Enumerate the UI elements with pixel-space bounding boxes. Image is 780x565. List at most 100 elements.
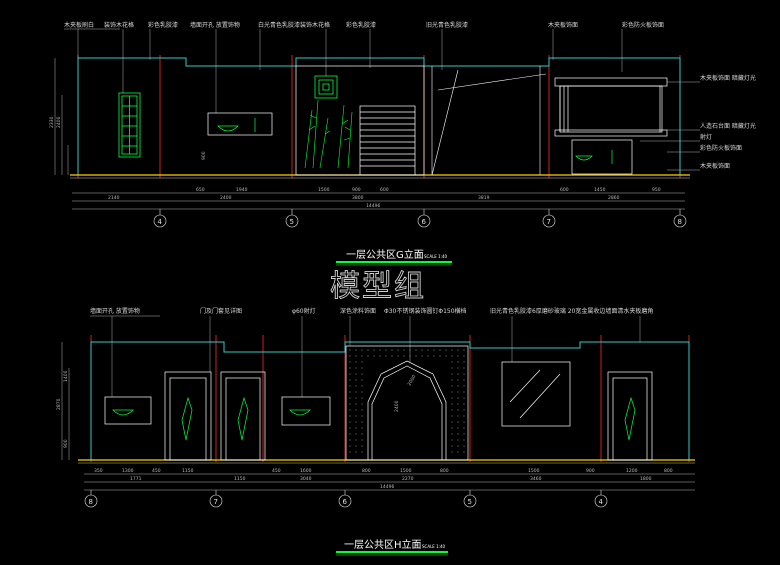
wall-niche-display [207,112,273,136]
stud-dot [367,355,369,357]
dim-text: 800 [664,468,673,474]
dim-text: 1500 [400,468,412,474]
dim-text: 650 [196,187,205,193]
stud-dot [355,391,357,393]
dim-text: 600 [380,187,389,193]
stud-dot [355,385,357,387]
stud-dot [355,355,357,357]
bottom-vertical-dims: 2870 1400 900 2400 2000 [56,342,418,460]
stud-dot [463,409,465,411]
top-elevation: 木夹板刷白 装饰木花格 彩色乳胶漆 墙面开孔 放置饰物 白光青色乳胶漆装饰木花格… [49,21,756,266]
stud-dot [349,439,351,441]
bottom-dims-row1: 350 1300 450 1150 450 1600 800 1500 800 … [94,468,673,474]
stud-dot [463,391,465,393]
bottom-elevation-scale: SCALE 1:40 [422,544,446,549]
dim-text: 1150 [182,468,194,474]
stud-dot [349,385,351,387]
stud-dot [445,355,447,357]
stud-dot [349,391,351,393]
stud-dot [451,349,453,351]
stud-dot [451,355,453,357]
stud-dot [421,355,423,357]
stud-dot [385,349,387,351]
callout: 木夹板刷白 [64,21,94,29]
stud-dot [457,433,459,435]
dim-text: 1500 [318,187,330,193]
dim-text: 1500 [528,468,540,474]
stud-dot [361,427,363,429]
stud-dot [361,367,363,369]
stud-dot [355,367,357,369]
bottom-callouts: 墙面开孔 放置饰物 门及门套见详图 φ60射灯 深色涂料饰面 Φ30不锈钢装饰圆… [90,307,653,315]
stud-dot [349,355,351,357]
dim-text: 900 [201,151,207,160]
bottom-dims-row2: 1771 1150 3040 2270 3460 1800 [130,476,652,482]
stud-dot [403,349,405,351]
callout: 装饰木花格 [104,21,134,29]
stud-dot [451,439,453,441]
stud-dot [457,415,459,417]
stud-dot [349,397,351,399]
dim-text: 2400 [394,400,400,412]
callout: 墙面开孔 放置饰物 [190,21,240,29]
stud-dot [397,355,399,357]
stud-dot [355,427,357,429]
stud-dot [457,421,459,423]
bottom-callout-leaders [90,315,641,397]
stud-dot [463,361,465,363]
axis-label: 5 [468,498,472,506]
stud-dot [457,445,459,447]
dim-text: 1400 [63,370,69,382]
callout: 墙面开孔 放置饰物 [90,307,140,315]
door-right [607,371,653,461]
stud-dot [361,391,363,393]
stud-dot [433,355,435,357]
callout: 彩色乳胶漆 [346,21,376,29]
stud-dot [457,373,459,375]
callout: φ60射灯 [292,307,316,315]
axis-label: 8 [89,498,93,506]
stud-dot [397,349,399,351]
callout: 木夹板饰面 暗藏灯光 [700,74,756,82]
stud-dot [349,445,351,447]
dim-text: 900 [63,439,69,448]
stud-dot [433,349,435,351]
stud-dot [451,421,453,423]
stud-dot [463,349,465,351]
bottom-axis-bubbles [84,490,608,508]
stud-dot [463,433,465,435]
axis-label: 7 [547,218,551,226]
stud-dot [451,373,453,375]
stud-dot [349,349,351,351]
stud-dot [445,349,447,351]
stud-dot [391,349,393,351]
stud-dot [463,439,465,441]
stud-dot [415,349,417,351]
dim-text: 900 [586,468,595,474]
callout: 彩色乳胶漆 [148,21,178,29]
stud-dot [463,415,465,417]
stud-dot [355,349,357,351]
dim-text: 2330 [49,116,55,128]
stud-dot [361,433,363,435]
top-wall-outline [77,57,681,175]
door-middle [220,371,266,461]
stud-dot [355,361,357,363]
dim-text: 450 [272,468,281,474]
stud-dot [349,367,351,369]
stud-dot [439,349,441,351]
callout: 木夹板饰面 [700,162,730,170]
stud-dot [361,451,363,453]
stud-dot [439,355,441,357]
stud-dot [451,385,453,387]
callout: 彩色防火板饰面 [622,21,664,29]
axis-label: 4 [599,498,604,506]
stud-dot [349,415,351,417]
top-elevation-scale: SCALE 1:40 [424,254,448,259]
stud-dot [457,385,459,387]
stud-dot [451,403,453,405]
stud-dot [355,379,357,381]
stud-dot [451,397,453,399]
stud-dot [355,451,357,453]
callout: Φ30不锈钢装饰圆钉Φ150横档 [384,307,467,315]
